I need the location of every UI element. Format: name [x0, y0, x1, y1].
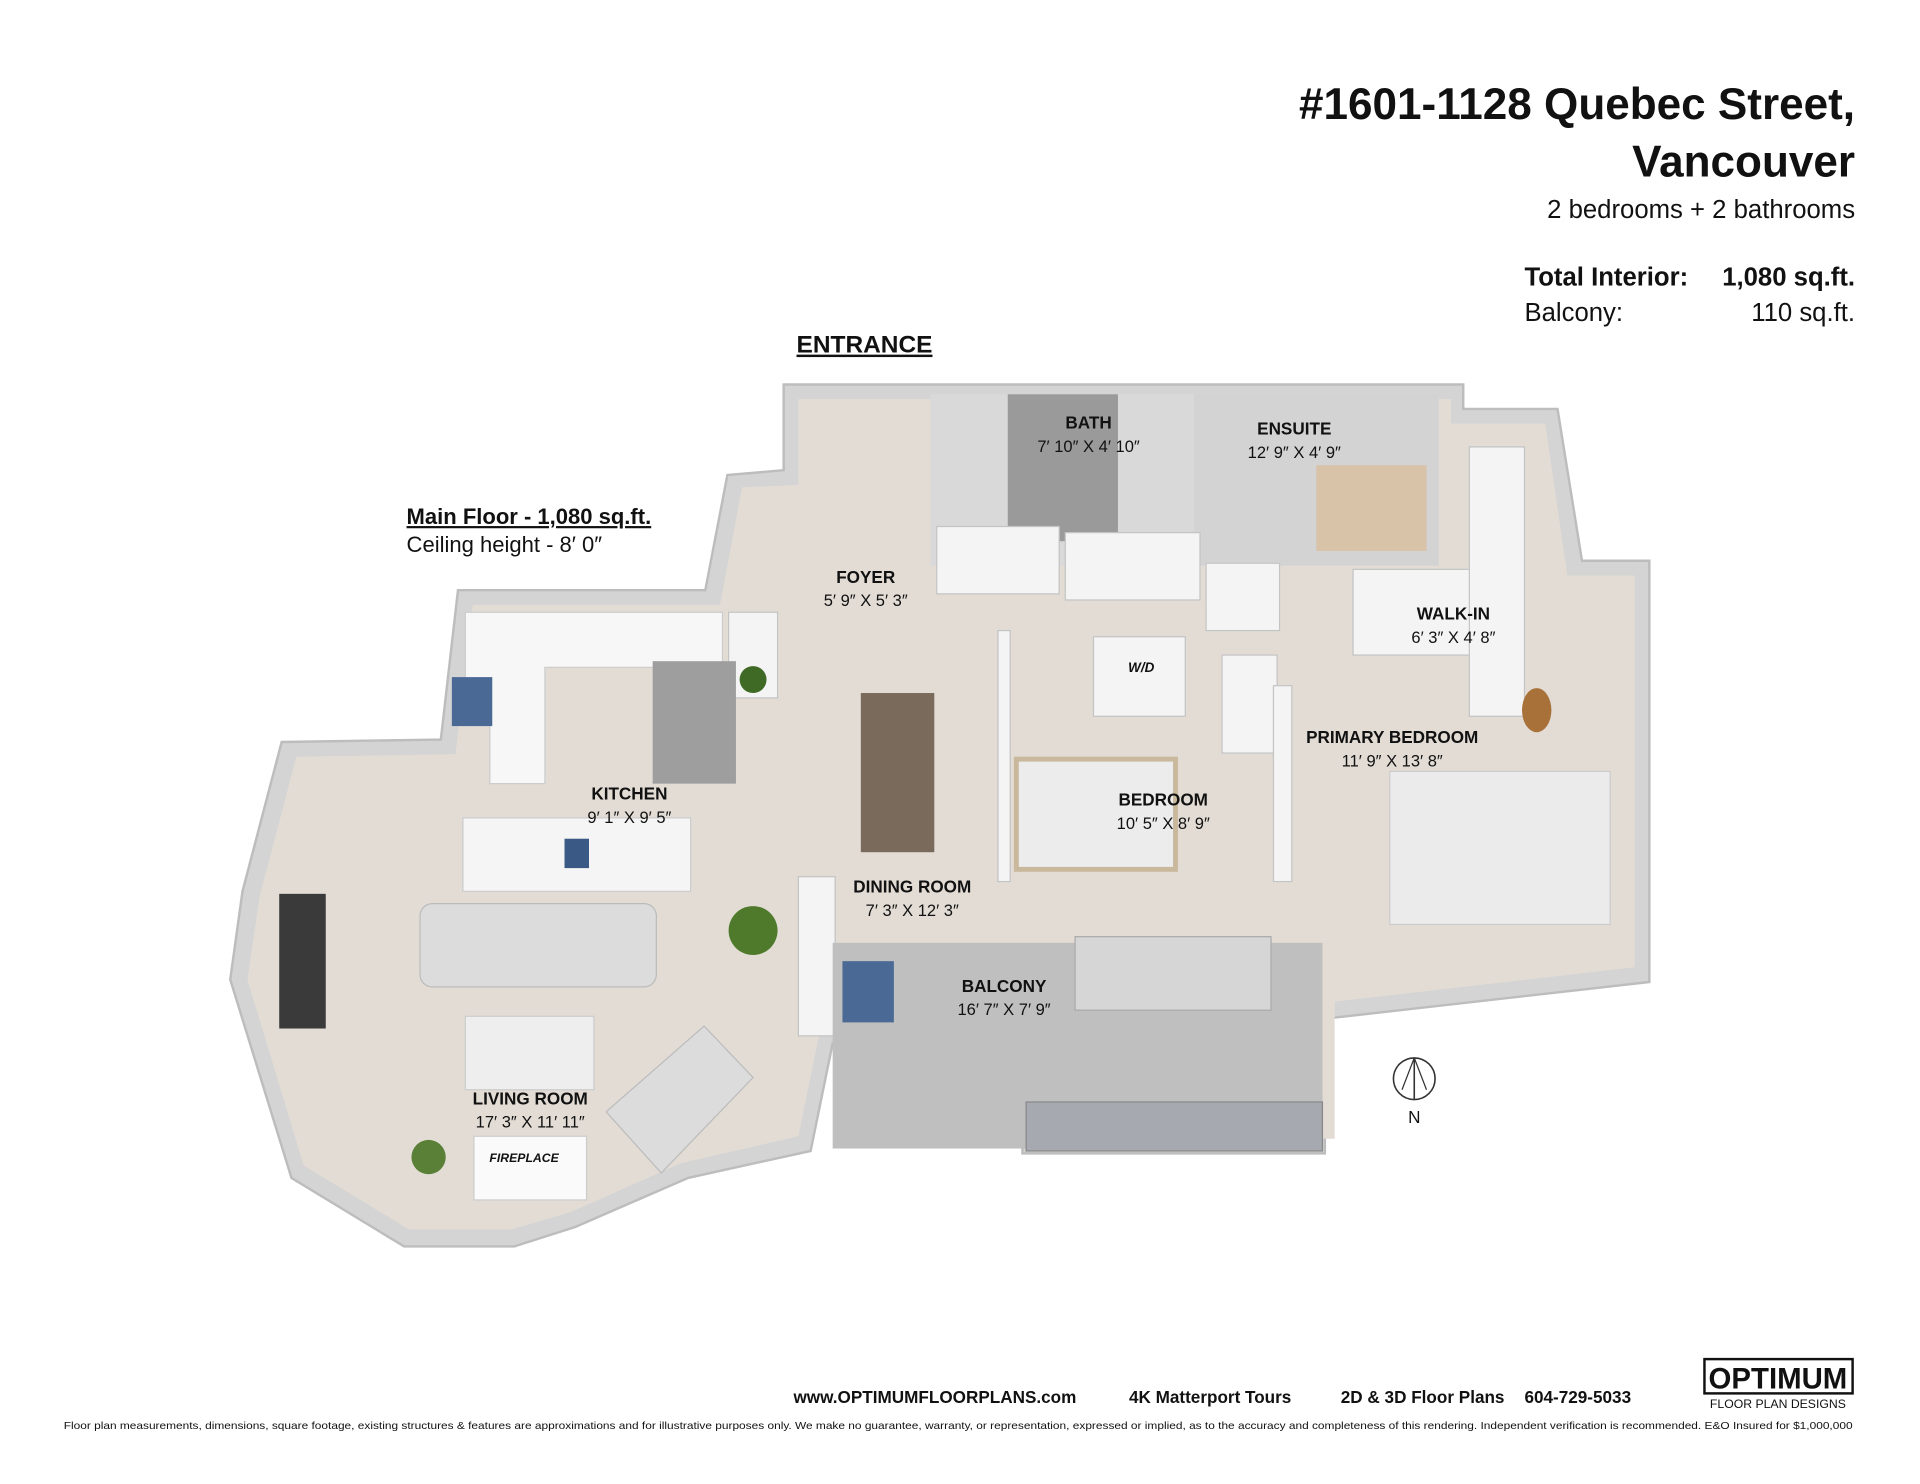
room-name-foyer: FOYER	[836, 567, 896, 587]
total-interior-value: 1,080 sq.ft.	[1722, 263, 1855, 291]
tv-unit	[279, 893, 326, 1029]
footer-phone: 604-729-5033	[1524, 1387, 1631, 1407]
plant-icon	[739, 666, 767, 694]
fireplace-label: FIREPLACE	[489, 1151, 559, 1165]
rooms-summary: 2 bedrooms + 2 bathrooms	[1547, 196, 1855, 224]
room-dims-ensuite: 12′ 9″ X 4′ 9″	[1248, 443, 1341, 462]
room-name-living-room: LIVING ROOM	[473, 1088, 588, 1108]
fireplace	[473, 1135, 588, 1201]
logo-sub: FLOOR PLAN DESIGNS	[1710, 1397, 1846, 1411]
room-dims-walk-in: 6′ 3″ X 4′ 8″	[1411, 628, 1495, 647]
sink	[564, 838, 589, 869]
room-dims-bath: 7′ 10″ X 4′ 10″	[1037, 437, 1140, 456]
interior-walls	[727, 446, 1526, 1037]
room-name-bedroom: BEDROOM	[1119, 790, 1208, 810]
balcony-sofa	[1074, 936, 1272, 1011]
optimum-logo: OPTIMUM FLOOR PLAN DESIGNS	[1703, 1357, 1854, 1411]
room-name-bath: BATH	[1065, 413, 1111, 433]
fridge	[652, 661, 736, 784]
north-compass-icon	[1392, 1057, 1436, 1101]
footer-service-floorplans: 2D & 3D Floor Plans	[1341, 1387, 1505, 1407]
bath-shower-tile	[1007, 394, 1118, 542]
primary-bed	[1389, 770, 1611, 926]
bbq	[842, 961, 894, 1023]
room-dims-bedroom: 10′ 5″ X 8′ 9″	[1117, 814, 1210, 833]
balcony-railing	[1025, 1101, 1324, 1152]
blue-cabinet	[451, 677, 493, 727]
bedroom-bed	[1013, 756, 1178, 872]
room-name-kitchen: KITCHEN	[591, 784, 667, 804]
room-name-primary-bedroom: PRIMARY BEDROOM	[1306, 727, 1478, 747]
room-dims-living-room: 17′ 3″ X 11′ 11″	[476, 1113, 585, 1132]
plant-icon	[411, 1139, 446, 1175]
balcony-label: Balcony:	[1524, 299, 1623, 327]
room-name-dining-room: DINING ROOM	[853, 877, 971, 897]
footer-website: www.OPTIMUMFLOORPLANS.com	[792, 1387, 1076, 1407]
room-name-ensuite: ENSUITE	[1257, 419, 1331, 439]
ceiling-height: Ceiling height - 8′ 0″	[407, 532, 603, 557]
room-name-balcony: BALCONY	[962, 976, 1047, 996]
room-dims-kitchen: 9′ 1″ X 9′ 5″	[587, 808, 671, 827]
plant-icon	[728, 906, 778, 956]
coffee-table	[464, 1015, 595, 1091]
logo-main: OPTIMUM	[1709, 1362, 1848, 1395]
room-dims-dining-room: 7′ 3″ X 12′ 3″	[866, 901, 959, 920]
washer-dryer-label: W/D	[1128, 660, 1154, 675]
footer-service-matterport: 4K Matterport Tours	[1129, 1387, 1291, 1407]
room-dims-foyer: 5′ 9″ X 5′ 3″	[824, 591, 908, 610]
balcony-value: 110 sq.ft.	[1751, 299, 1855, 327]
ensuite-vanity	[1316, 465, 1427, 551]
room-dims-balcony: 16′ 7″ X 7′ 9″	[957, 1000, 1050, 1019]
guitar-icon	[1522, 688, 1552, 733]
address-line2: Vancouver	[1632, 137, 1855, 186]
armchair	[605, 1025, 754, 1174]
total-interior-label: Total Interior:	[1524, 263, 1688, 291]
dining-table	[860, 693, 935, 853]
footer-disclaimer: Floor plan measurements, dimensions, squ…	[64, 1421, 1853, 1432]
compass-north-label: N	[1408, 1107, 1420, 1127]
floor-label: Main Floor - 1,080 sq.ft.	[407, 504, 652, 529]
room-name-walk-in: WALK-IN	[1417, 604, 1490, 624]
entrance-label: ENTRANCE	[797, 332, 933, 359]
floor-plan: FIREPLACE	[228, 383, 1651, 1248]
address-line1: #1601-1128 Quebec Street,	[1299, 80, 1855, 129]
room-labels: BATH 7′ 10″ X 4′ 10″ ENSUITE 12′ 9″ X 4′…	[473, 413, 1496, 1132]
sofa	[419, 903, 657, 988]
room-dims-primary-bedroom: 11′ 9″ X 13′ 8″	[1342, 751, 1443, 770]
